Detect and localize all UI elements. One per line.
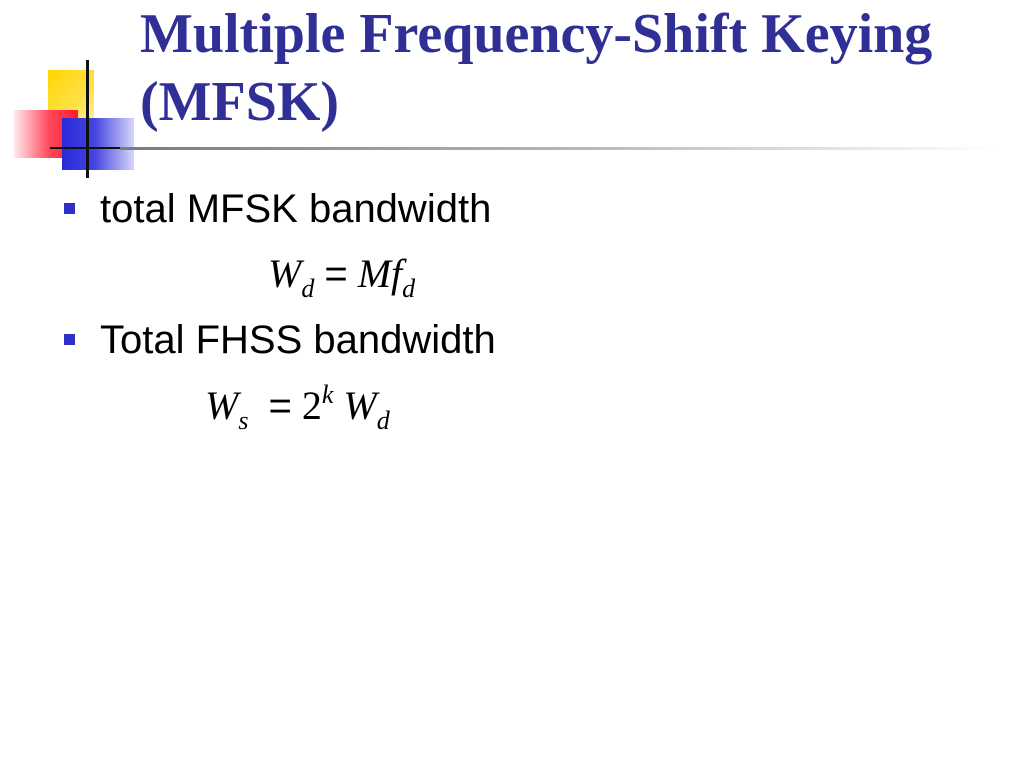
corner-logo-icon bbox=[0, 0, 150, 180]
eq2-equals: = bbox=[268, 384, 292, 428]
eq1-equals: = bbox=[324, 252, 348, 296]
title-divider bbox=[120, 147, 1000, 150]
eq2-lhs-subscript: s bbox=[238, 406, 249, 435]
equation-mfsk-bandwidth: Wd=Mfd bbox=[268, 250, 415, 302]
eq1-rhs-subscript: d bbox=[402, 274, 416, 303]
eq2-rhs-variable: W bbox=[343, 383, 377, 428]
logo-vertical-line bbox=[86, 60, 89, 178]
eq2-base: 2 bbox=[301, 383, 322, 428]
bullet-square-icon bbox=[64, 334, 75, 345]
logo-blue-square bbox=[62, 118, 134, 170]
eq2-rhs-subscript: d bbox=[376, 406, 390, 435]
slide-title-line-1: Multiple Frequency-Shift Keying bbox=[140, 3, 933, 65]
eq1-lhs-variable: W bbox=[268, 251, 302, 296]
logo-horizontal-line bbox=[50, 147, 146, 149]
bullet-text: total MFSK bandwidth bbox=[100, 187, 492, 231]
bullet-square-icon bbox=[64, 203, 75, 214]
bullet-text: Total FHSS bandwidth bbox=[100, 318, 496, 362]
eq2-exponent: k bbox=[321, 380, 334, 409]
eq2-lhs-variable: W bbox=[205, 383, 239, 428]
eq1-lhs-subscript: d bbox=[301, 274, 315, 303]
slide-title: Multiple Frequency-Shift Keying (MFSK) bbox=[140, 0, 1010, 136]
eq1-rhs-variable: Mf bbox=[357, 251, 403, 296]
slide-title-line-2: (MFSK) bbox=[140, 71, 340, 133]
